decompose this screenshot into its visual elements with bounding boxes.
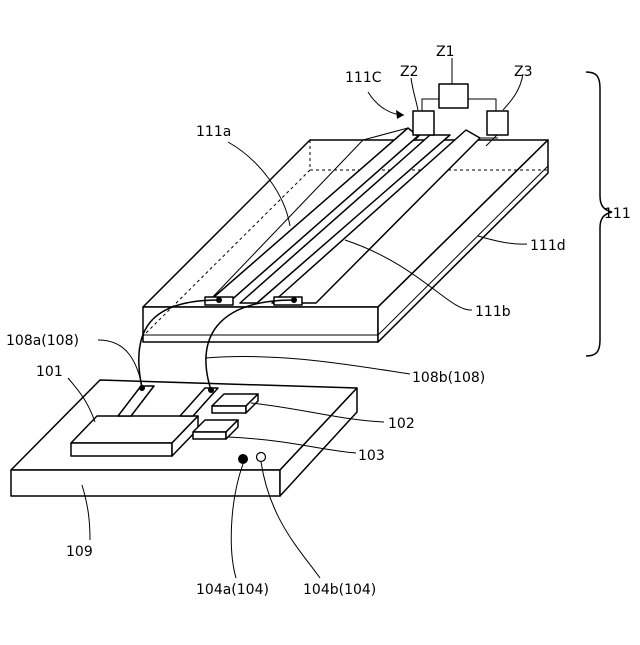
label-104b: 104b(104) — [303, 582, 376, 598]
label-111: 111 — [604, 206, 631, 222]
label-104a: 104a(104) — [196, 582, 269, 598]
label-111d: 111d — [530, 238, 566, 254]
impedance-z2 — [413, 111, 434, 135]
label-111a: 111a — [196, 124, 231, 140]
label-103: 103 — [358, 448, 385, 464]
impedance-z1 — [439, 84, 468, 108]
label-111c: 111C — [345, 70, 382, 86]
label-z3: Z3 — [514, 64, 533, 80]
label-111b: 111b — [475, 304, 511, 320]
terminal-104b — [257, 453, 266, 462]
label-z1: Z1 — [436, 44, 455, 60]
terminal-104a — [238, 454, 248, 464]
label-z2: Z2 — [400, 64, 419, 80]
label-101: 101 — [36, 364, 63, 380]
label-102: 102 — [388, 416, 415, 432]
impedance-z3 — [487, 111, 508, 135]
label-109: 109 — [66, 544, 93, 560]
label-108a: 108a(108) — [6, 333, 79, 349]
upper-substrate-front-face — [143, 307, 378, 342]
label-108b: 108b(108) — [412, 370, 485, 386]
